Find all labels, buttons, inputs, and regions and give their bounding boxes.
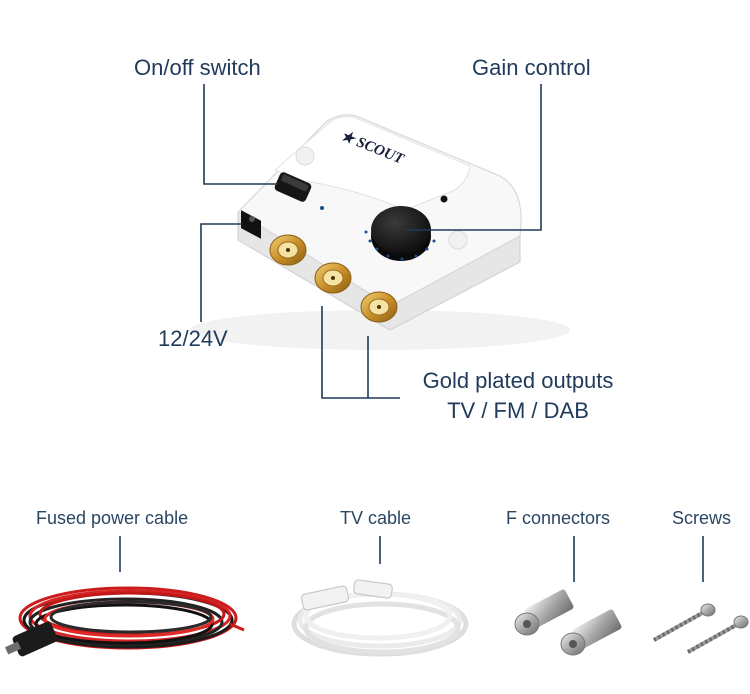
fused-power-cable <box>7 586 245 652</box>
gold-connector-out-2 <box>360 291 398 323</box>
f-connector-2 <box>560 609 622 656</box>
leader-lines <box>119 84 704 582</box>
power-input-label: 12/24V <box>158 326 228 351</box>
dc-plug <box>4 621 58 657</box>
outputs-label-line1: Gold plated outputs <box>422 368 614 393</box>
gain-control-knob[interactable] <box>364 206 436 261</box>
leader-line-power <box>200 223 242 322</box>
gold-connector-in <box>269 234 307 266</box>
leader-line-gain <box>405 84 542 231</box>
accessory-label-f-connectors: F connectors <box>506 508 611 528</box>
power-switch[interactable] <box>273 171 312 203</box>
f-connector-1 <box>514 589 574 636</box>
accessory-label-tv-cable: TV cable <box>340 508 412 528</box>
accessory-label-screws: Screws <box>672 508 732 528</box>
amplifier-device <box>190 114 570 350</box>
accessory-label-power-cable: Fused power cable <box>36 508 189 528</box>
screw-2 <box>687 615 749 654</box>
tv-cable <box>291 579 469 657</box>
screw-1 <box>653 603 716 642</box>
gold-connector-out-1 <box>314 262 352 294</box>
on-off-switch-label: On/off switch <box>134 55 261 80</box>
leader-line-outputs <box>321 306 400 399</box>
dc-power-socket <box>241 210 261 239</box>
outputs-label-line2: TV / FM / DAB <box>447 398 589 423</box>
gain-control-label: Gain control <box>472 55 591 80</box>
leader-line-switch <box>203 84 278 185</box>
